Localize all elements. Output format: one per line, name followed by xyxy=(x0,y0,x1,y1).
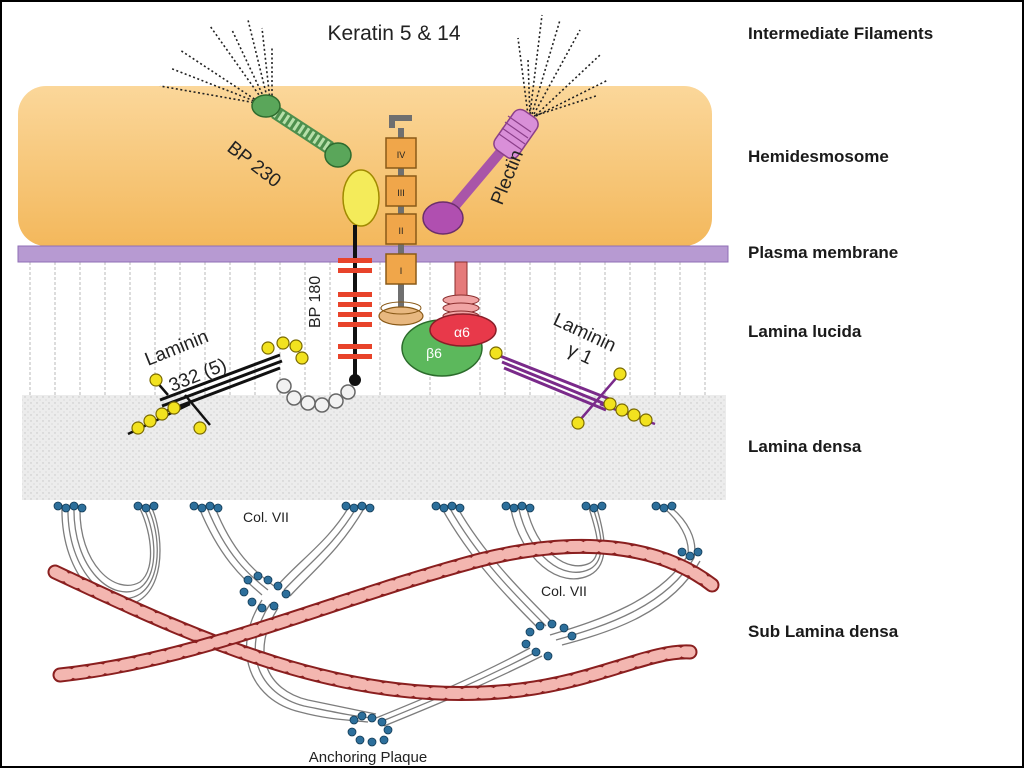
bp180-head xyxy=(342,169,380,227)
bp230-protein xyxy=(251,94,352,168)
col7-right-label: Col. VII xyxy=(541,583,587,599)
layer-label-sub-lamina-densa: Sub Lamina densa xyxy=(748,622,899,641)
domain-i-label: I xyxy=(400,266,403,276)
bp180-label: BP 180 xyxy=(307,276,324,328)
beta6-label: β6 xyxy=(426,345,442,361)
layer-label-lamina-densa: Lamina densa xyxy=(748,437,862,456)
collagen-fibrils xyxy=(47,538,720,701)
bp180-bead-chain xyxy=(276,378,356,413)
lamina-densa-band xyxy=(22,395,726,500)
layer-label-lamina-lucida: Lamina lucida xyxy=(748,322,862,341)
anchoring-plaque-label: Anchoring Plaque xyxy=(309,749,427,766)
keratin-label: Keratin 5 & 14 xyxy=(327,22,460,45)
alpha6-label: α6 xyxy=(454,324,470,340)
layer-label-hemidesmosome: Hemidesmosome xyxy=(748,147,889,166)
laminin-gamma1-globules xyxy=(489,346,653,430)
keratin-filaments xyxy=(159,14,609,117)
beta4-cytoplasmic-domains xyxy=(378,115,424,326)
lamina-lucida-lines xyxy=(29,262,706,395)
plasma-membrane xyxy=(17,245,729,263)
integrin-stem xyxy=(442,261,480,322)
domain-iv-label: IV xyxy=(397,150,406,160)
layer-label-intermediate-filaments: Intermediate Filaments xyxy=(748,24,934,43)
domain-ii-label: II xyxy=(398,226,403,236)
col7-left-label: Col. VII xyxy=(243,509,289,525)
domain-iii-label: III xyxy=(397,188,405,198)
plectin-protein xyxy=(422,108,539,235)
bp180-stalk xyxy=(338,225,372,386)
integrin-alpha6 xyxy=(429,313,497,347)
layer-label-plasma-membrane: Plasma membrane xyxy=(748,243,899,262)
laminin-332-globules xyxy=(131,336,309,435)
anchoring-dots xyxy=(53,501,703,747)
